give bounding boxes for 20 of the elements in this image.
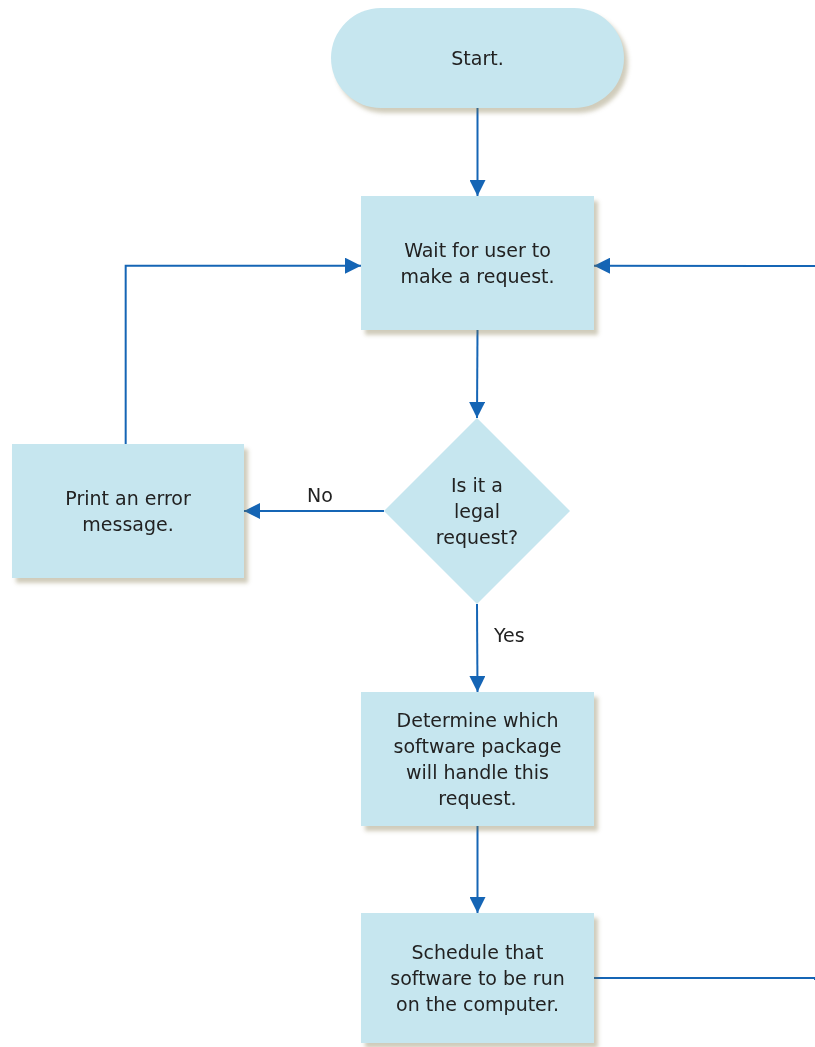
arrow <box>469 825 486 914</box>
node-text: Print an error message. <box>64 486 192 537</box>
process-box <box>361 196 594 330</box>
process-box <box>361 692 594 826</box>
node-text: Is it a legal request? <box>434 473 520 550</box>
start-terminal <box>331 8 624 108</box>
node-text: Wait for user to make a request. <box>399 238 556 289</box>
connector-line <box>593 977 815 981</box>
decision-diamond <box>384 418 570 604</box>
arrow <box>124 257 362 445</box>
connector-line <box>593 257 815 274</box>
node-text: Schedule that software to be run on the computer. <box>389 940 566 1017</box>
process-box <box>12 444 244 578</box>
arrow <box>243 503 385 519</box>
arrow <box>469 603 486 693</box>
arrow <box>469 329 486 419</box>
node-text: Start. <box>451 46 504 71</box>
node-text: Determine which software package will handle this request. <box>392 708 563 811</box>
arrow <box>469 107 486 197</box>
process-box <box>361 913 594 1043</box>
